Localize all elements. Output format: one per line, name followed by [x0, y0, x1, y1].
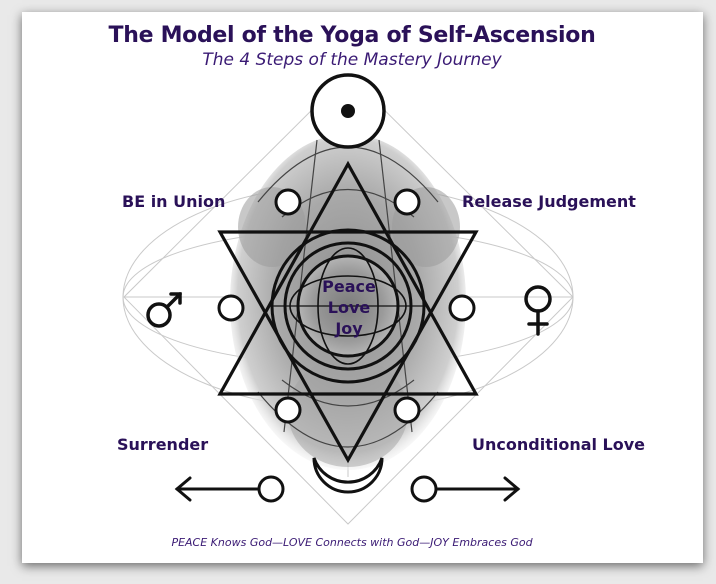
small-circle [274, 396, 302, 424]
outer-diamond [123, 73, 574, 525]
right-long-line [378, 139, 413, 433]
diagram-card: The Model of the Yoga of Self-Ascension … [22, 12, 703, 563]
center-word-peace: Peace [322, 277, 376, 296]
footer-caption: PEACE Knows God—LOVE Connects with God—J… [171, 536, 533, 549]
small-circles [217, 188, 476, 424]
right-arrow-icon [410, 475, 521, 503]
center-word-joy: Joy [335, 319, 363, 338]
left-arrow-icon [174, 475, 285, 503]
step-be-in-union: BE in Union [122, 192, 226, 211]
small-circle [448, 294, 476, 322]
small-circle [393, 188, 421, 216]
face-shadow-chin [288, 357, 408, 467]
center-words: Peace Love Joy [309, 276, 389, 339]
sacred-geometry-diagram [122, 73, 574, 525]
left-long-line [283, 139, 318, 433]
small-circle [393, 396, 421, 424]
lower-inner-arc [281, 379, 415, 407]
small-circle [217, 294, 245, 322]
center-word-love: Love [327, 298, 371, 317]
diagram-title: The Model of the Yoga of Self-Ascension [108, 23, 596, 48]
step-surrender: Surrender [117, 435, 209, 454]
upward-triangle [217, 160, 479, 396]
central-rings [270, 228, 426, 384]
female-symbol-icon [524, 285, 552, 336]
sun-symbol-icon [310, 73, 386, 149]
step-release-judgement: Release Judgement [462, 192, 636, 211]
diagram-subtitle: The 4 Steps of the Mastery Journey [202, 50, 502, 70]
crescent-moon-icon [312, 457, 384, 494]
step-unconditional-love: Unconditional Love [472, 435, 646, 454]
small-circle [274, 188, 302, 216]
male-symbol-icon [146, 292, 182, 328]
